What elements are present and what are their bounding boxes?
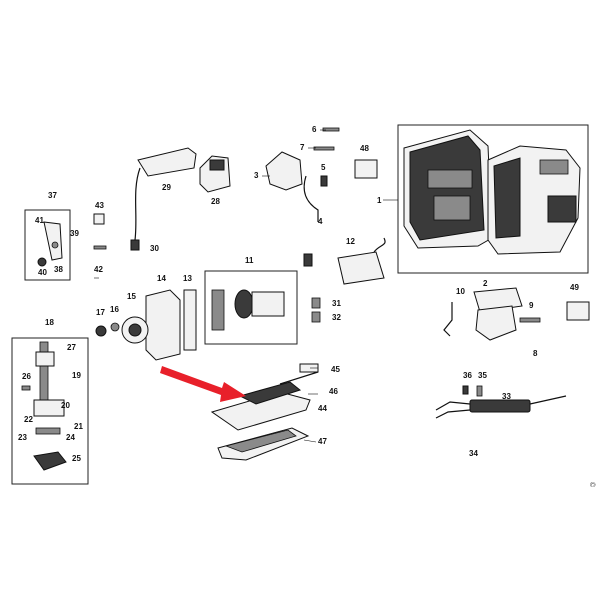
switch-parts (37, 213, 107, 267)
label-39: 39 (70, 229, 79, 238)
label-43: 43 (95, 201, 104, 210)
copyright-mark: © (588, 482, 596, 488)
label-49: 49 (570, 283, 579, 292)
base-plate-parts (210, 363, 319, 461)
label-18: 18 (45, 318, 54, 327)
label-26: 26 (22, 372, 31, 381)
label-47: 47 (318, 437, 327, 446)
switch-group-box (24, 209, 71, 281)
label-36: 36 (463, 371, 472, 380)
label-19: 19 (72, 371, 81, 380)
label-8: 8 (533, 349, 538, 358)
label-21: 21 (74, 422, 83, 431)
label-30: 30 (150, 244, 159, 253)
label-38: 38 (54, 265, 63, 274)
label-35: 35 (478, 371, 487, 380)
label-29: 29 (162, 183, 171, 192)
label-17: 17 (96, 308, 105, 317)
housing-halves (403, 129, 581, 255)
label-16: 16 (110, 305, 119, 314)
label-13: 13 (183, 274, 192, 283)
label-27: 27 (67, 343, 76, 352)
highlight-arrow (160, 366, 246, 402)
label-1: 1 (377, 196, 382, 205)
label-34: 34 (469, 449, 478, 458)
label-37: 37 (48, 191, 57, 200)
leader-lines (94, 129, 398, 443)
label-12: 12 (346, 237, 355, 246)
blade-clamp-group-box (11, 337, 89, 485)
label-40: 40 (38, 268, 47, 277)
label-15: 15 (127, 292, 136, 301)
label-32: 32 (332, 313, 341, 322)
label-6: 6 (312, 125, 317, 134)
label-44: 44 (318, 404, 327, 413)
label-46: 46 (329, 387, 338, 396)
label-31: 31 (332, 299, 341, 308)
armature-group-box (204, 270, 298, 345)
power-cord-parts (435, 385, 567, 419)
label-14: 14 (157, 274, 166, 283)
blade-clamp-parts (21, 341, 67, 471)
label-2: 2 (483, 279, 488, 288)
label-10: 10 (456, 287, 465, 296)
label-9: 9 (529, 301, 534, 310)
label-20: 20 (61, 401, 70, 410)
label-41: 41 (35, 216, 44, 225)
gear-case-parts (443, 287, 590, 341)
label-22: 22 (24, 415, 33, 424)
label-4: 4 (318, 217, 323, 226)
label-11: 11 (245, 256, 254, 265)
label-24: 24 (66, 433, 75, 442)
label-5: 5 (321, 163, 326, 172)
brush-and-gear-parts (95, 237, 386, 361)
label-28: 28 (211, 197, 220, 206)
part-number-labels: 1 2 3 4 5 6 7 8 9 10 11 12 13 14 15 16 1… (18, 125, 579, 463)
label-33: 33 (502, 392, 511, 401)
label-48: 48 (360, 144, 369, 153)
label-25: 25 (72, 454, 81, 463)
label-23: 23 (18, 433, 27, 442)
label-3: 3 (254, 171, 259, 180)
label-42: 42 (94, 265, 103, 274)
cord-and-switch-parts (130, 127, 378, 251)
label-7: 7 (300, 143, 305, 152)
label-45: 45 (331, 365, 340, 374)
housing-group-box (397, 124, 589, 274)
